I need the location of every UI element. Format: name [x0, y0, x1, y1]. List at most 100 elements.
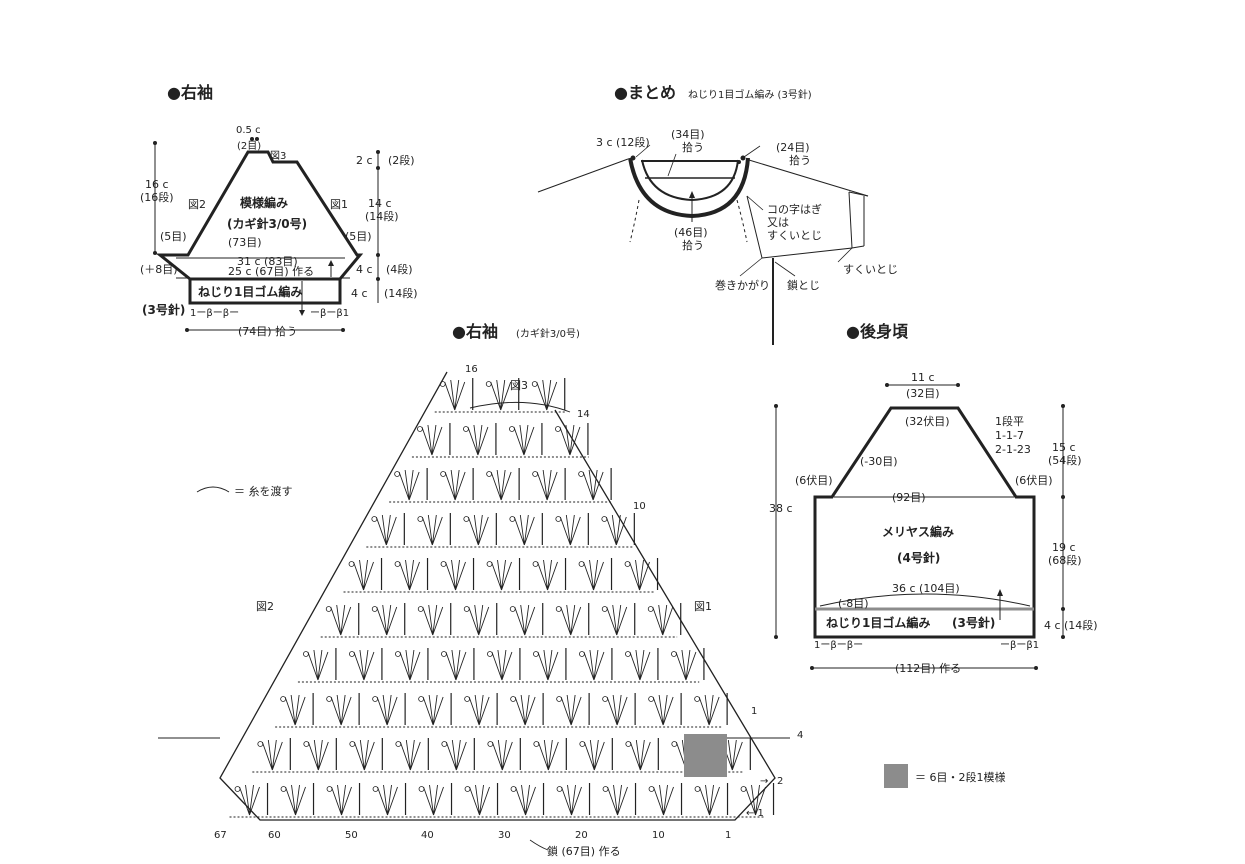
fan-stitch-mark [330, 694, 352, 726]
sleeve-right-h: 14 c [368, 197, 392, 210]
chain-loop-mark [625, 741, 632, 747]
join-1: コの字はぎ [767, 202, 822, 216]
fan-stitch-mark [515, 784, 536, 816]
neck-46: (46目) [674, 226, 708, 239]
leader-line [739, 257, 763, 277]
row-label-2: 2 [777, 776, 783, 787]
back-outline [813, 406, 1036, 639]
marker-dot [737, 160, 741, 164]
marker-dot [255, 137, 259, 141]
chain-loop-mark [441, 741, 448, 747]
chain-loop-mark [325, 606, 332, 612]
finishing-diagram: ●まとめ ねじり1目ゴム編み (3号針) 3 c (12段) [537, 83, 898, 345]
chain-loop-mark [418, 696, 425, 702]
sukui-label: すくいとじ [843, 263, 898, 276]
repeat-shade [684, 734, 727, 777]
finishing-title: ●まとめ [614, 83, 676, 102]
col-num-40: 40 [421, 830, 434, 841]
chain-loop-mark [326, 696, 333, 702]
fan-stitch-mark [583, 559, 604, 591]
chain-loop-mark [671, 741, 678, 747]
back-left-bo: (6伏目) [795, 473, 833, 487]
chain-loop-mark [441, 651, 447, 657]
marker-dot [774, 635, 778, 639]
fan-stitch-mark [491, 559, 512, 591]
neckband-inner [641, 159, 739, 202]
thread-legend-icon [196, 486, 230, 493]
chain-loop-mark [234, 786, 241, 792]
fan-stitch-mark [376, 694, 398, 726]
thread-legend: ＝ 糸を渡す [234, 484, 293, 498]
marker-dot [1061, 607, 1065, 611]
marker-dot [250, 137, 254, 141]
fan-stitch-mark [605, 514, 627, 546]
fan-stitch-mark [537, 739, 559, 771]
col-num-20: 20 [575, 830, 588, 841]
sleeve-pattern-needle: (カギ針3/0号) [227, 216, 307, 231]
fan-stitch-mark [629, 649, 651, 681]
chain-loop-mark [625, 651, 631, 657]
sleeve-rib-rows1: (4段) [386, 262, 413, 276]
sleeve-inc: (＋8目) [140, 263, 178, 276]
arrow-head [328, 260, 334, 266]
foundation-label: 鎖 (67目) 作る [547, 844, 621, 858]
chain-loop-mark [555, 426, 561, 432]
chain-loop-mark [463, 516, 470, 522]
back-cast-on: (112目) 作る [895, 662, 961, 675]
sleeve-fig1: 図1 [330, 198, 348, 211]
chain-loop-mark [395, 651, 401, 657]
fan-stitch-mark [444, 379, 466, 411]
chain-loop-mark [601, 606, 608, 612]
fan-stitch-mark [261, 739, 283, 771]
fan-stitch-mark [606, 604, 628, 636]
col-num-60: 60 [268, 830, 281, 841]
chain-loop-mark [418, 786, 425, 792]
chain-loop-mark [578, 471, 585, 477]
fan-stitch-mark [514, 604, 536, 636]
marker-dot [1061, 635, 1065, 639]
chain-loop-mark [555, 606, 562, 612]
chain-loop-mark [486, 471, 493, 477]
chart-fig2: 図2 [256, 600, 274, 613]
marker-dot [956, 383, 960, 387]
fan-stitch-mark [629, 739, 651, 771]
crochet-chart: ●右袖 (カギ針3/0号) 図3 図2 図1 16 14 10 1 4 → 2 … [158, 322, 1006, 858]
chain-loop-mark [485, 381, 492, 387]
sleeve-schematic-title: ●右袖 [167, 83, 213, 102]
fan-stitch-mark [307, 739, 329, 771]
chain-loop-mark [694, 786, 701, 792]
fig3-bracket [469, 401, 571, 413]
fan-stitch-mark [398, 469, 420, 501]
sleeve-cuff-bottom [851, 245, 865, 249]
chain-loop-mark [648, 786, 655, 792]
chain-loop-mark [624, 561, 631, 567]
back-body-h: 19 c [1052, 541, 1076, 554]
sleeve-width-31: 31 c (83目) [237, 255, 298, 268]
sleeve-inner-sts: (73目) [228, 236, 262, 249]
fan-stitch-mark [353, 559, 374, 591]
marker-dot [810, 666, 814, 670]
fan-stitch-mark [699, 784, 720, 816]
fan-stitch-mark [467, 424, 489, 456]
armhole-dash [736, 199, 748, 243]
col-num-10: 10 [652, 830, 665, 841]
chain-loop-mark [394, 471, 401, 477]
leader-line [746, 195, 764, 211]
fan-stitch-mark [559, 424, 581, 456]
sleeve-rib-rows2: (14段) [384, 286, 418, 300]
fan-stitch-mark [561, 784, 582, 816]
col-num-30: 30 [498, 830, 511, 841]
fan-stitch-mark [353, 649, 375, 681]
fan-stitch-mark [399, 649, 421, 681]
chart-motif-grid [229, 378, 775, 818]
fan-stitch-mark [376, 604, 398, 636]
chain-loop-mark [463, 426, 469, 432]
sleeve-rib-h2: 4 c [351, 287, 368, 300]
chain-loop-mark [532, 561, 539, 567]
chain-loop-mark [579, 741, 586, 747]
marker-dot [153, 251, 157, 255]
fan-stitch-mark [675, 649, 697, 681]
sleeve-cap-rows: (16段) [140, 190, 174, 204]
sleeve-right-rows: (14段) [365, 209, 399, 223]
fan-stitch-mark [607, 784, 628, 816]
